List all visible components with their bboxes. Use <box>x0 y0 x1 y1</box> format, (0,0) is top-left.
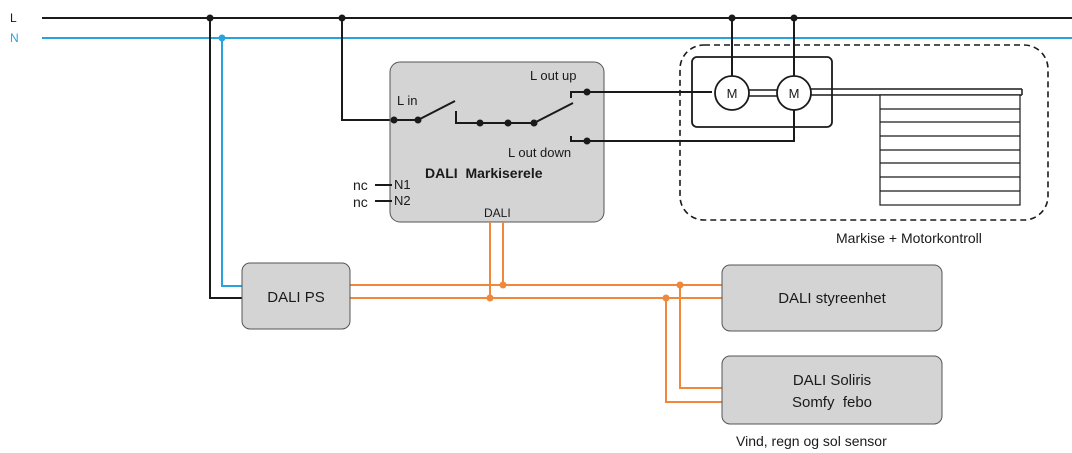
dali-sensor-line-1: DALI Soliris <box>793 372 871 389</box>
dali-junction <box>662 294 670 302</box>
switch-contact-2 <box>533 102 574 124</box>
nc-label-1: nc <box>353 177 368 193</box>
motor-2-label: M <box>789 86 800 101</box>
awning-motor-area <box>679 44 1049 221</box>
motor-1 <box>714 75 750 111</box>
live-drop-ps <box>209 18 242 299</box>
motor-housing <box>691 56 833 128</box>
neutral-drop-ps <box>221 38 242 287</box>
relay-n1-label: N1 <box>394 177 411 192</box>
down-contact <box>570 136 587 142</box>
dali-junction <box>676 281 684 289</box>
nc-label-2: nc <box>353 194 368 210</box>
junction-dot <box>728 14 736 22</box>
dali-junction <box>499 281 507 289</box>
relay-n2-label: N2 <box>394 193 411 208</box>
dali-control-label: DALI styreenhet <box>778 290 886 307</box>
live-label: L <box>10 11 17 25</box>
relay-l-out-down-label: L out down <box>508 145 571 160</box>
neutral-label: N <box>10 31 19 45</box>
junction-dot <box>338 14 346 22</box>
junction-dot <box>206 14 214 22</box>
awning-caption: Markise + Motorkontroll <box>836 230 982 246</box>
dali-ps-box <box>241 262 351 330</box>
awning-fabric <box>879 94 1021 206</box>
motor-1-label: M <box>727 86 738 101</box>
junction-dot <box>790 14 798 22</box>
terminal-dot <box>390 116 398 124</box>
switch-contact-1 <box>417 100 456 121</box>
relay-title: DALI Markiserele <box>425 165 543 181</box>
dali-sensor-box <box>721 355 943 425</box>
up-contact <box>570 91 587 98</box>
sensor-caption: Vind, regn og sol sensor <box>736 433 887 449</box>
junction-dot <box>218 34 226 42</box>
dali-sensor-line-2: Somfy febo <box>792 394 872 411</box>
dali-bus <box>350 222 722 403</box>
relay-l-in-label: L in <box>397 93 417 108</box>
switch-bridge <box>455 111 480 124</box>
motor-2 <box>776 75 812 111</box>
dali-junction <box>486 294 494 302</box>
relay-dali-label: DALI <box>484 206 511 220</box>
l-out-down-wire <box>587 110 795 142</box>
dali-ps-label: DALI PS <box>267 289 325 306</box>
dali-control-box <box>721 264 943 332</box>
relay-l-out-up-label: L out up <box>530 68 577 83</box>
